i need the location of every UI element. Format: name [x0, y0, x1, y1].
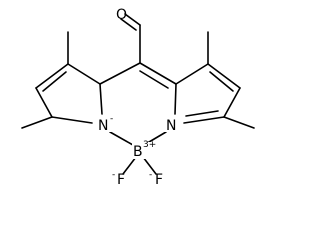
svg-text:F: F	[155, 172, 163, 186]
bond-meso-right-double	[139, 70, 169, 89]
bond-boron-f-right	[142, 156, 157, 175]
bodipy-aldehyde-structure: O N - N B 3+ - F - F	[21, 7, 255, 186]
nitrogen-left-atom-label: N -	[95, 114, 114, 134]
svg-text:F: F	[117, 172, 125, 186]
bond-right-c2-c3	[175, 63, 209, 85]
fluorine-right-atom-label: - F	[149, 170, 163, 186]
bond-meso-left	[99, 62, 141, 85]
oxygen-atom-label: O	[116, 7, 127, 23]
bond-right-c3-c4-single	[207, 63, 241, 89]
svg-text:N: N	[98, 118, 108, 134]
bond-boron-f-left	[122, 156, 137, 175]
bond-cho-o-double	[120, 18, 137, 31]
bond-right-methyl-bottom	[223, 116, 255, 129]
nitrogen-right-atom-label: N	[164, 115, 179, 134]
svg-text:B: B	[133, 144, 143, 160]
bond-left-c3-c4-double	[42, 71, 67, 92]
bond-cho-o-single	[124, 13, 141, 26]
svg-text:N: N	[166, 118, 176, 134]
svg-text:-: -	[112, 170, 115, 180]
svg-text:3+: 3+	[143, 140, 156, 150]
svg-text:O: O	[116, 7, 127, 23]
bond-left-c4-c5	[35, 87, 53, 118]
bond-left-c2-n	[99, 83, 103, 115]
boron-atom-label: B 3+	[132, 140, 156, 160]
bond-right-c5-n-double	[185, 110, 219, 117]
bond-left-c2-c3	[67, 63, 101, 85]
bond-left-methyl-bottom	[21, 116, 53, 129]
fluorine-left-atom-label: - F	[112, 170, 125, 186]
bond-meso-right-single	[139, 62, 177, 85]
bond-left-c3-c4-single	[35, 63, 69, 89]
bond-n-left-boron	[109, 131, 134, 146]
svg-text:-: -	[110, 114, 113, 124]
svg-text:-: -	[149, 170, 152, 180]
bond-right-c4-c5	[223, 87, 241, 118]
bond-right-c5-n-single	[183, 116, 225, 124]
bond-left-c5-n	[51, 116, 93, 124]
bond-right-c3-c4-double	[209, 71, 234, 92]
bond-right-c2-n	[174, 83, 177, 115]
